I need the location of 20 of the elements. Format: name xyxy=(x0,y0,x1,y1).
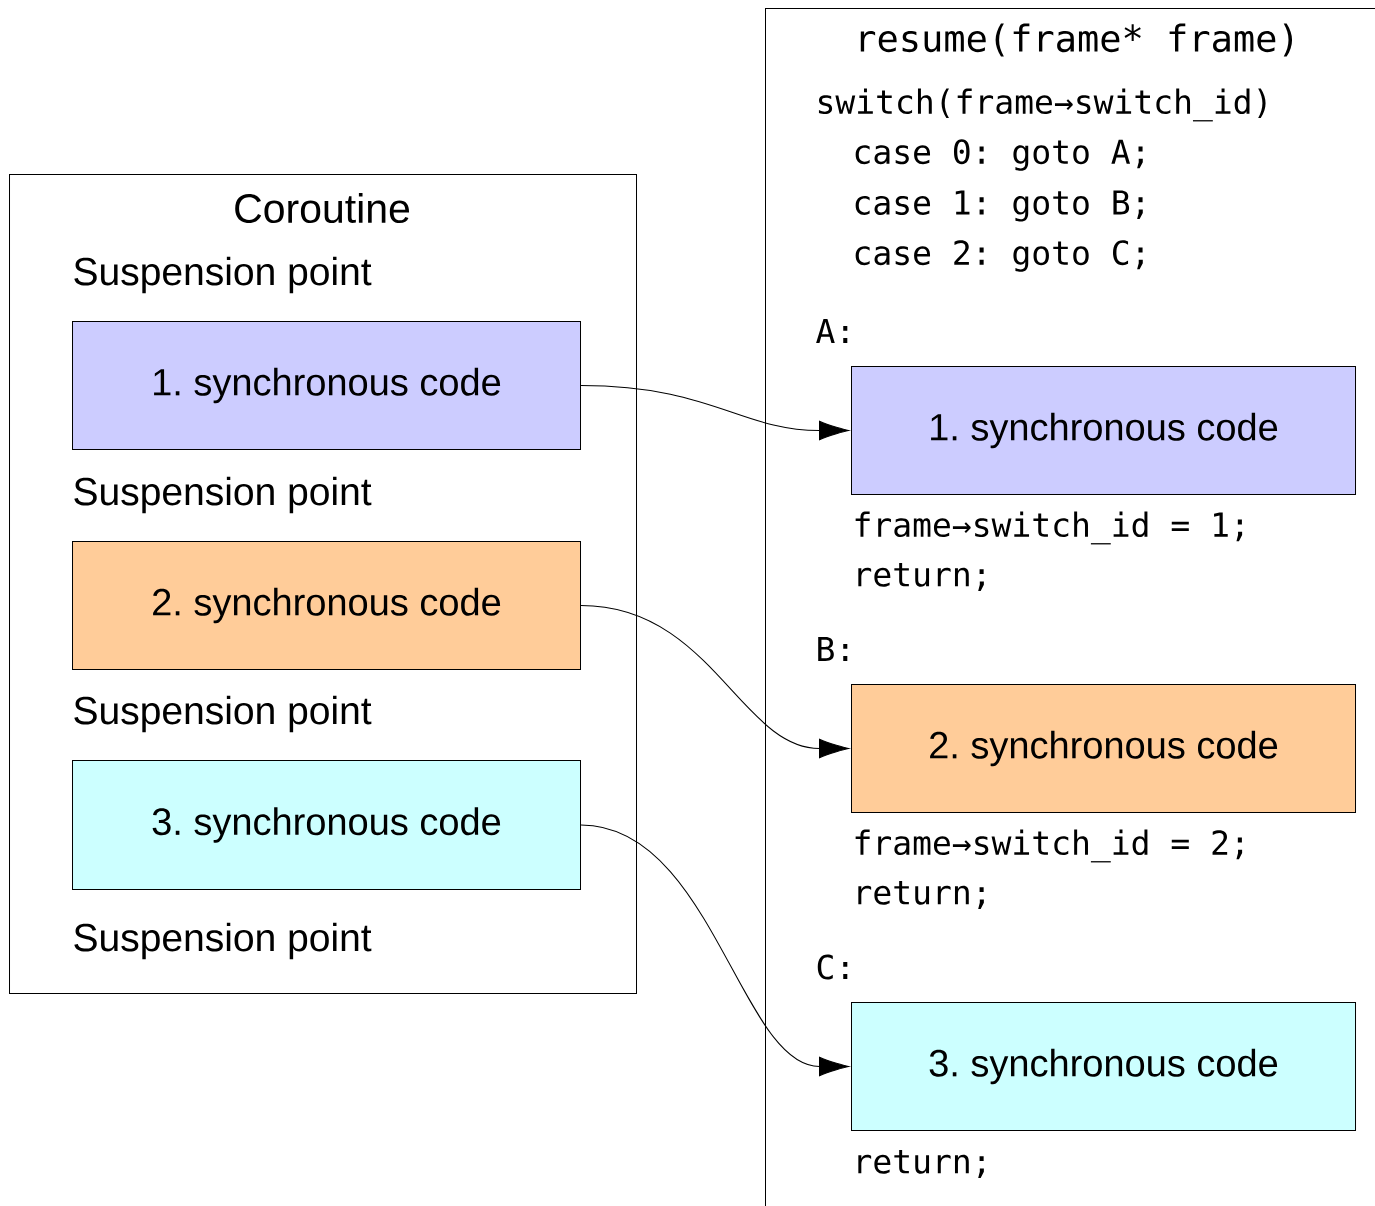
code-block: 1. synchronous code xyxy=(72,321,581,450)
code-line: switch(frame→switch_id) xyxy=(818,88,1266,122)
code-line: return; xyxy=(858,881,984,909)
code-block: 3. synchronous code xyxy=(851,1002,1356,1131)
code-line: B: xyxy=(818,636,848,662)
arrow xyxy=(580,824,850,1077)
code-line: case 1: goto B; xyxy=(855,190,1143,222)
arrow xyxy=(580,605,850,759)
code-line: C: xyxy=(817,954,848,980)
code-line: case 0: goto A; xyxy=(855,139,1143,171)
code-block: 2. synchronous code xyxy=(851,684,1356,813)
code-line: A: xyxy=(816,318,848,344)
suspension-label: Suspension point xyxy=(74,695,372,733)
code-block: 3. synchronous code xyxy=(72,760,581,890)
code-line: return; xyxy=(858,563,984,591)
suspension-label: Suspension point xyxy=(74,476,372,514)
code-block: 2. synchronous code xyxy=(72,541,581,670)
code-line: case 2: goto C; xyxy=(855,240,1143,272)
code-block: 1. synchronous code xyxy=(851,366,1356,495)
arrow xyxy=(580,385,850,441)
